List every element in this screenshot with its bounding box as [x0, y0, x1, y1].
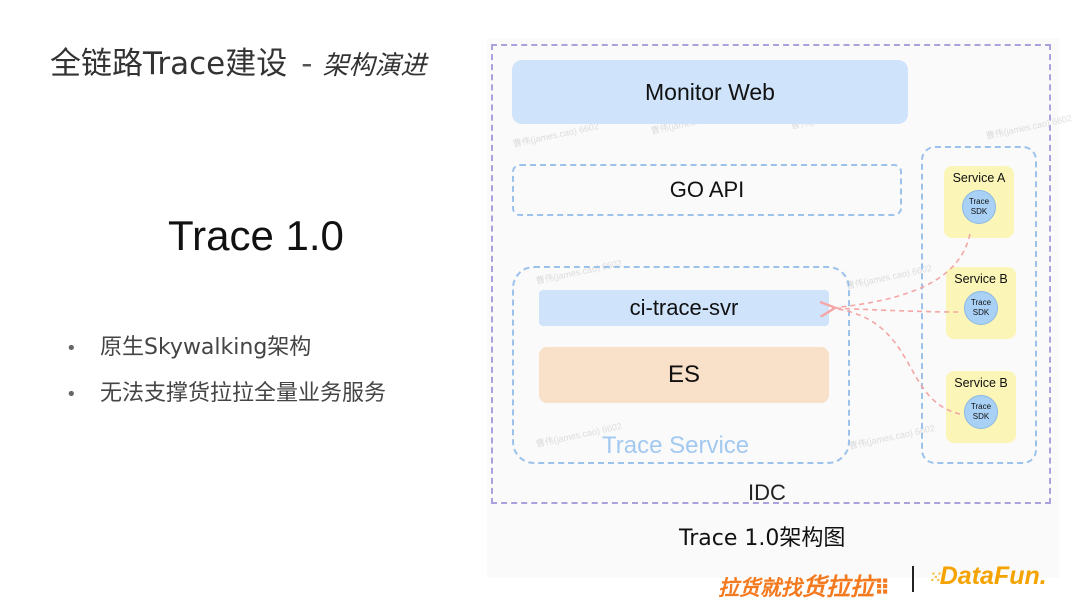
- diagram-caption: Trace 1.0架构图: [679, 526, 846, 551]
- idc-label: IDC: [748, 480, 786, 505]
- bullet-text: 原生Skywalking架构: [100, 335, 312, 360]
- lalamove-logo-brand: 货拉拉: [802, 573, 874, 601]
- service-name: Service A: [952, 171, 1006, 185]
- logo-divider: [912, 566, 914, 592]
- bullet-marker: •: [66, 338, 77, 359]
- datafun-logo-dot: .: [1039, 562, 1047, 590]
- sdk-label-line1: Trace: [970, 298, 992, 307]
- datafun-mark-icon: ⁙: [930, 568, 942, 585]
- bullet-text: 无法支撑货拉拉全量业务服务: [100, 381, 387, 406]
- datafun-logo: ⁙DataFun.: [930, 562, 1047, 591]
- slide-title-main: 全链路Trace建设: [50, 46, 288, 82]
- monitor-web-box: Monitor Web: [512, 60, 908, 124]
- trace-sdk-badge: Trace SDK: [964, 291, 998, 325]
- trace-service-group: [512, 266, 850, 464]
- bullet-marker: •: [66, 384, 77, 405]
- report-arrows: [820, 233, 971, 415]
- slide-title-subtitle: 架构演进: [322, 51, 427, 81]
- bullet-item: • 原生Skywalking架构: [66, 328, 386, 374]
- datafun-logo-text: DataFun: [939, 562, 1040, 590]
- section-heading: Trace 1.0: [168, 212, 344, 259]
- sdk-label-line2: SDK: [972, 412, 990, 421]
- service-name: Service B: [954, 376, 1008, 390]
- arrow-from-service-b1: [831, 307, 959, 313]
- sdk-label-line1: Trace: [968, 197, 990, 206]
- trace-sdk-badge: Trace SDK: [964, 395, 998, 429]
- service-node: Service B Trace SDK: [946, 371, 1016, 443]
- slide-title: 全链路Trace建设-架构演进: [50, 38, 426, 83]
- trace-service-label: Trace Service: [602, 432, 750, 459]
- lalamove-logo-prefix: 拉货就找: [718, 576, 802, 600]
- service-node: Service B Trace SDK: [946, 267, 1016, 339]
- lalamove-logo: 拉货就找货拉拉⠿: [718, 567, 890, 602]
- sdk-label-line1: Trace: [970, 402, 992, 411]
- lalamove-logo-mark: ⠿: [874, 576, 891, 600]
- arrow-from-service-a: [832, 233, 971, 308]
- trace-sdk-badge: Trace SDK: [962, 190, 996, 224]
- bullet-item: • 无法支撑货拉拉全量业务服务: [66, 374, 386, 420]
- services-group: [921, 146, 1037, 464]
- es-box: ES: [539, 347, 829, 403]
- sdk-label-line2: SDK: [970, 207, 988, 216]
- service-node: Service A Trace SDK: [944, 166, 1014, 238]
- bullet-list: • 原生Skywalking架构 • 无法支撑货拉拉全量业务服务: [66, 328, 386, 420]
- arrow-from-service-b2: [831, 307, 961, 415]
- service-name: Service B: [954, 272, 1008, 286]
- go-api-box: GO API: [512, 164, 902, 216]
- sdk-label-line2: SDK: [972, 308, 990, 317]
- ci-trace-svr-box: ci-trace-svr: [539, 290, 829, 326]
- slide-title-separator: -: [301, 46, 313, 82]
